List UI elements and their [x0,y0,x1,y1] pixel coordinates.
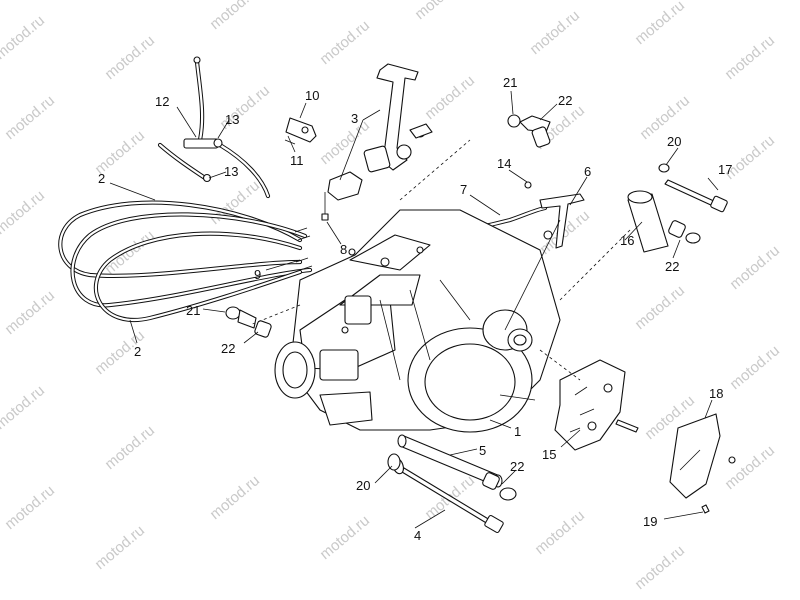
cover-plate-part-18 [669,413,736,499]
watermark: motod.ru [637,92,693,143]
watermark: motod.ru [102,32,158,83]
watermark: motod.ru [0,382,48,433]
callout-6: 6 [584,164,591,179]
callout-5: 5 [479,443,486,458]
callout-2-bottom: 2 [134,344,141,359]
watermark: motod.ru [2,287,58,338]
watermark: motod.ru [317,512,373,563]
callout-19: 19 [643,514,657,529]
watermark: motod.ru [632,282,688,333]
callout-9: 9 [254,267,261,282]
callout-13-top: 13 [225,112,239,127]
callout-7: 7 [460,182,467,197]
breather-hose-part-12-13 [157,56,271,199]
bracket-part-10 [284,117,317,145]
screw-part-19 [701,504,710,514]
callout-22-left: 22 [221,341,235,356]
callouts: 1 2 2 3 4 5 6 7 8 9 10 11 12 13 13 14 15… [98,75,732,543]
watermark: motod.ru [722,32,778,83]
fastener-group-bottom [387,453,517,501]
watermark: motod.ru [2,92,58,143]
watermark: motod.ru [0,187,48,238]
watermark: motod.ru [2,482,58,533]
watermark: motod.ru [207,472,263,523]
watermark: motod.ru [317,117,373,168]
watermark: motod.ru [102,227,158,278]
callout-20-right: 20 [667,134,681,149]
watermark: motod.ru [727,342,783,393]
explosion-axes [249,139,631,381]
bolt-part-17 [658,163,728,213]
callout-13-bottom: 13 [224,164,238,179]
callout-10: 10 [305,88,319,103]
watermark: motod.ru [317,17,373,68]
callout-12: 12 [155,94,169,109]
callout-3: 3 [351,111,358,126]
watermark: motod.ru [0,12,48,63]
watermark: motod.ru [412,0,468,23]
watermark: motod.ru [532,507,588,558]
watermark: motod.ru [727,242,783,293]
callout-8: 8 [340,242,347,257]
fastener-group-left [225,306,272,338]
callout-1: 1 [514,424,521,439]
guard-part-15 [554,359,639,451]
callout-2-top: 2 [98,171,105,186]
callout-18: 18 [709,386,723,401]
callout-22-right: 22 [665,259,679,274]
callout-11: 11 [290,153,304,168]
bolt-part-4 [392,457,504,534]
watermark: motod.ru [422,72,478,123]
watermark: motod.ru [92,522,148,573]
fastener-group-right [668,220,701,244]
engine-assembly-part-1 [274,209,561,433]
leader-lines [109,90,719,529]
bracket-part-6 [539,193,585,249]
callout-17: 17 [718,162,732,177]
watermark: motod.ru [102,422,158,473]
callout-22-top: 22 [558,93,572,108]
watermark: motod.ru [632,0,688,48]
watermark: motod.ru [527,7,583,58]
callout-4: 4 [414,528,421,543]
hose-bundle-part-2 [58,200,313,322]
bolt-part-8 [321,192,329,221]
watermark: motod.ru [632,542,688,593]
fastener-group-top [507,114,551,189]
callout-22-bottom: 22 [510,459,524,474]
kick-lever-part-3 [327,63,433,201]
callout-15: 15 [542,447,556,462]
callout-14: 14 [497,156,511,171]
callout-21-top: 21 [503,75,517,90]
watermark: motod.ru [207,0,263,33]
tube-part-16 [627,190,669,253]
watermark: motod.ru [722,442,778,493]
callout-16: 16 [620,233,634,248]
callout-20-bottom: 20 [356,478,370,493]
callout-21-left: 21 [186,303,200,318]
